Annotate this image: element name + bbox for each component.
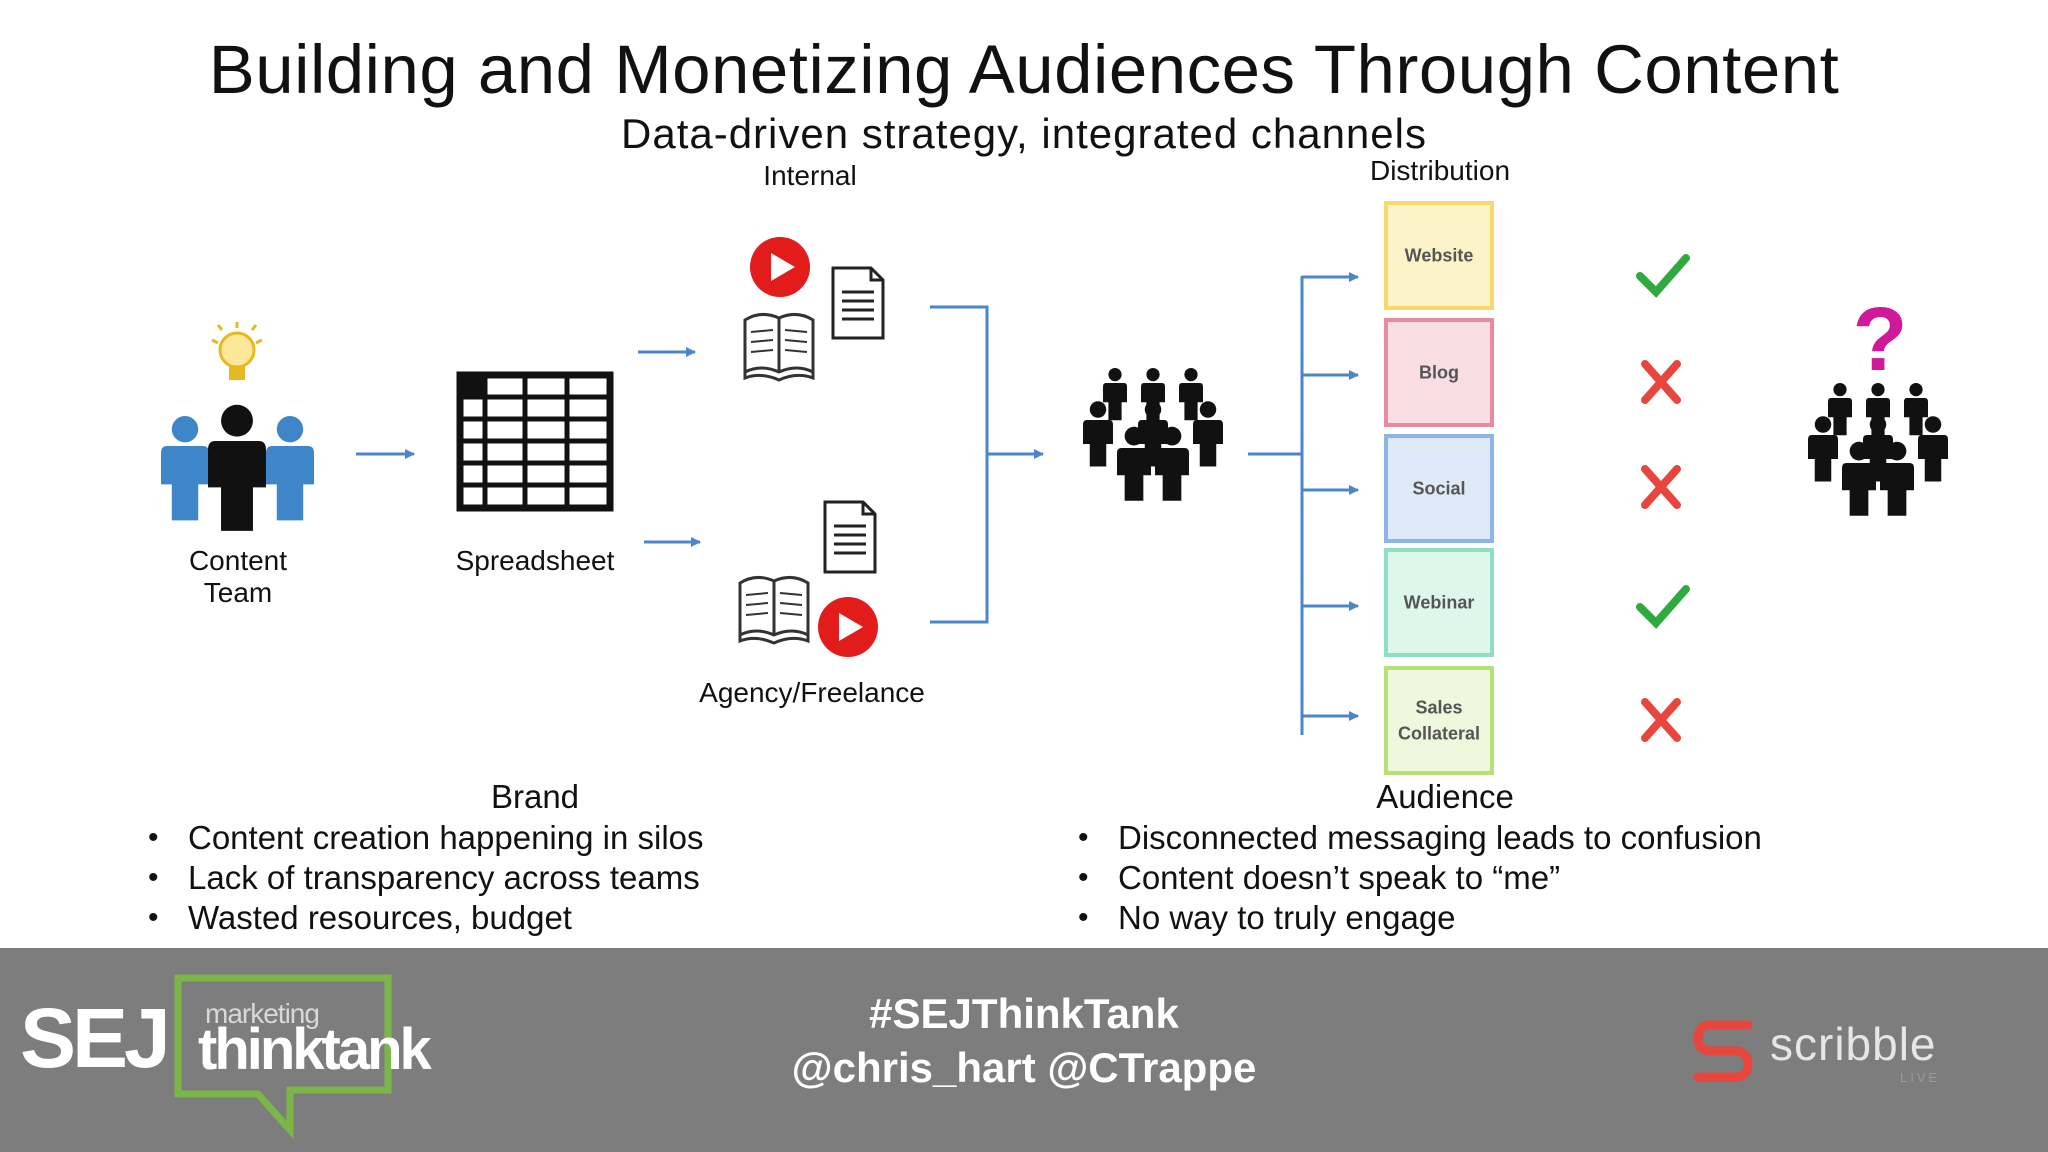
distribution-arrows [1302,272,1359,721]
audience-point: Content doesn’t speak to “me” [1078,858,1938,898]
checkmark-icon [1636,254,1690,298]
audience-icon [1083,368,1223,501]
scribble-logo-sub: LIVE [1900,1070,1941,1085]
brand-point: Content creation happening in silos [148,818,848,858]
scribble-logo-icon [1693,1020,1753,1082]
channel-label: Blog [1419,363,1459,383]
brand-heading: Brand [490,778,580,815]
internal-content-icons [743,237,885,382]
agency-content-icons [738,500,878,657]
audience-point: No way to truly engage [1078,898,1938,938]
svg-text:?: ? [1853,290,1908,390]
channel-label: Social [1412,479,1465,499]
internal-label: Internal [763,160,857,191]
channel-label: Website [1405,246,1474,266]
spreadsheet-icon [456,371,614,512]
play-icon [818,597,878,657]
lightbulb-icon [211,322,263,380]
audience-points: Disconnected messaging leads to confusio… [1078,818,1938,938]
brand-point: Lack of transparency across teams [148,858,848,898]
book-icon [743,312,815,382]
content-team-label: Content Team [148,545,328,609]
channel-box-website: Website [1384,201,1494,310]
checkmark-icon [1636,585,1690,629]
distribution-label: Distribution [1369,155,1511,186]
brand-point: Wasted resources, budget [148,898,848,938]
thinktank-logo-small: marketing [205,998,320,1029]
cross-icon [1641,360,1681,404]
thinktank-logo-big: thinktank [198,1017,432,1082]
audience-point: Disconnected messaging leads to confusio… [1078,818,1938,858]
spreadsheet-label: Spreadsheet [455,545,615,576]
slide-title: Building and Monetizing Audiences Throug… [208,31,1840,108]
document-icon [823,500,877,574]
audience-heading: Audience [1376,778,1514,815]
team-icon [161,404,314,531]
slide-subtitle: Data-driven strategy, integrated channel… [621,110,1427,157]
content-team-label-line1: Content [188,545,288,576]
unsure-audience-icon [1808,383,1948,516]
document-icon [831,266,885,340]
channel-box-webinar: Webinar [1384,548,1494,657]
sej-logo: SEJ [20,991,171,1085]
brand-points: Content creation happening in silos Lack… [148,818,848,938]
thinktank-logo-frame [174,974,392,1140]
agency-label: Agency/Freelance [699,677,925,708]
cross-icon [1641,465,1681,509]
channel-box-blog: Blog [1384,318,1494,427]
question-mark-icon: ? [1853,290,1908,390]
cross-icon [1641,698,1681,742]
channel-box-social: Social [1384,434,1494,543]
footer-hashtag: #SEJThinkTank [869,990,1179,1037]
channel-label: Webinar [1404,593,1475,613]
scribble-logo-text: scribble [1770,1018,1937,1070]
footer-handles: @chris_hart @CTrappe [791,1044,1257,1091]
play-icon [750,237,810,297]
content-team-label-line2: Team [203,577,273,608]
book-icon [738,575,810,645]
